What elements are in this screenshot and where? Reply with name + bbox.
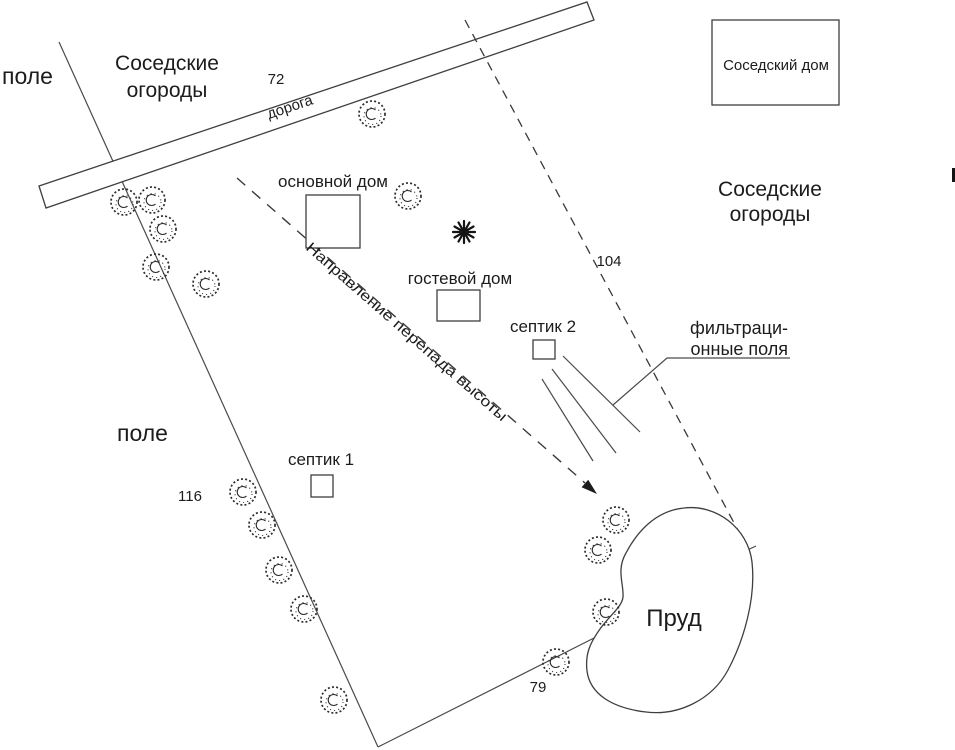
neighbor-house bbox=[711, 19, 840, 106]
dimension-left: 116 bbox=[178, 488, 202, 505]
gardens-left-label-line2: огороды bbox=[127, 79, 208, 102]
tree-icon bbox=[265, 556, 293, 584]
filtration-leader-line bbox=[612, 357, 790, 406]
guest-house-label: гостевой дом bbox=[408, 269, 512, 288]
field-top-left-label: поле bbox=[2, 63, 53, 89]
tree-icon bbox=[110, 188, 138, 216]
main-house-label: основной дом bbox=[278, 172, 388, 191]
filtration-line bbox=[562, 355, 641, 433]
filtration-label-line1: фильтраци- bbox=[690, 318, 788, 338]
tree-icon bbox=[149, 215, 177, 243]
gardens-right-label-line1: Соседские bbox=[718, 178, 822, 201]
tree-icon bbox=[320, 686, 348, 714]
plot-boundary-bottom bbox=[377, 636, 597, 748]
height-drop-arrow-line bbox=[236, 177, 586, 484]
field-left-label: поле bbox=[117, 420, 168, 446]
septic-1-label: септик 1 bbox=[288, 450, 354, 469]
tree-icon bbox=[358, 100, 386, 128]
plot-boundary-right-dashed bbox=[464, 19, 749, 550]
gardens-left-label-line1: Соседские bbox=[115, 52, 219, 75]
tree-icon bbox=[584, 536, 612, 564]
tree-icon bbox=[142, 253, 170, 281]
conifer-tree-icon bbox=[451, 219, 477, 245]
septic-1 bbox=[310, 474, 334, 498]
pond bbox=[585, 506, 754, 714]
guest-house bbox=[436, 289, 481, 322]
main-house bbox=[305, 194, 361, 249]
tree-icon bbox=[394, 182, 422, 210]
tree-icon bbox=[602, 506, 630, 534]
filtration-line bbox=[541, 378, 594, 462]
dimension-top: 72 bbox=[268, 71, 285, 88]
dimension-bottom: 79 bbox=[530, 679, 547, 696]
tree-icon bbox=[290, 595, 318, 623]
tree-icon bbox=[138, 186, 166, 214]
gardens-right-label-line2: огороды bbox=[730, 203, 811, 226]
arrowhead-icon bbox=[581, 479, 597, 494]
height-drop-direction-label: Направление перепада высоты bbox=[302, 239, 510, 425]
tree-icon bbox=[192, 270, 220, 298]
filtration-label-line2: онные поля bbox=[691, 339, 788, 359]
road bbox=[38, 1, 595, 209]
tree-icon bbox=[229, 478, 257, 506]
neighbor-house-label: Соседский дом bbox=[723, 57, 829, 74]
pond-label: Пруд bbox=[646, 605, 702, 632]
tree-icon bbox=[248, 511, 276, 539]
cropped-edge-mark bbox=[952, 168, 955, 182]
dimension-right: 104 bbox=[596, 253, 621, 270]
plot-boundary-left bbox=[58, 41, 379, 748]
filtration-line bbox=[551, 368, 617, 454]
septic-2-label: септик 2 bbox=[510, 317, 576, 336]
septic-2 bbox=[532, 339, 556, 360]
